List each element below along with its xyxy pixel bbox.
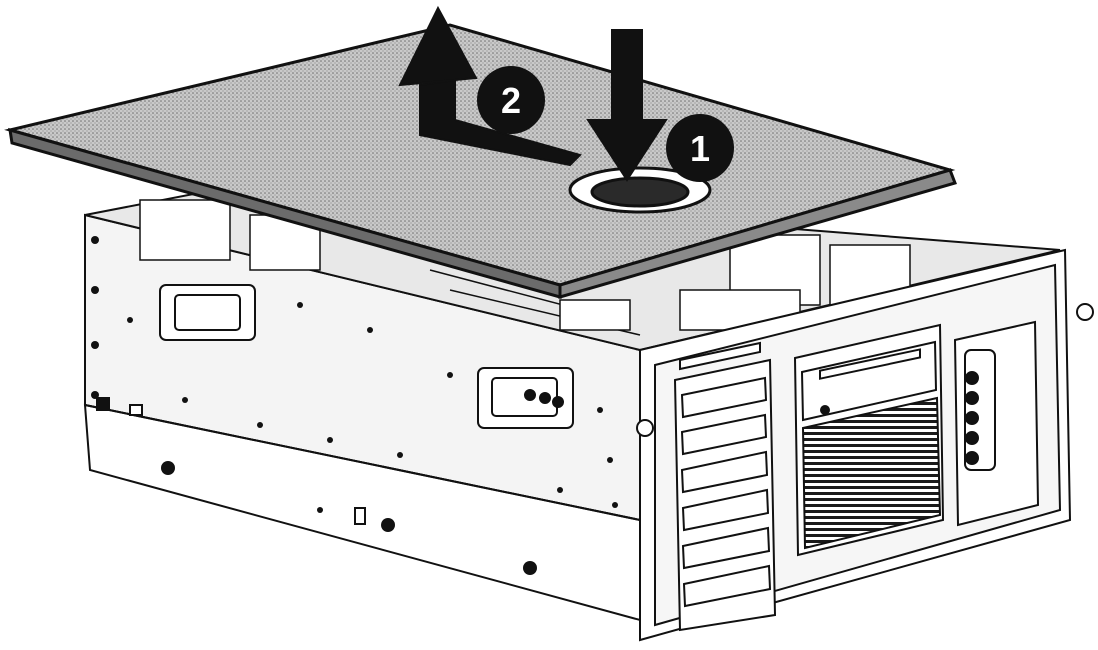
interior-components xyxy=(139,199,911,336)
bezel-top-strip xyxy=(679,341,761,371)
thumbscrew-left-icon xyxy=(636,419,654,437)
callout-1: 1 xyxy=(666,114,734,182)
cover-side-lip xyxy=(558,168,957,299)
cover-latch xyxy=(568,166,712,214)
panel-rivets xyxy=(91,236,618,508)
callout-1-label: 1 xyxy=(690,128,710,169)
side-handle-right xyxy=(477,367,574,429)
drive-bay-3 xyxy=(680,450,769,494)
side-handle-left xyxy=(159,284,256,341)
drive-bay-6 xyxy=(682,564,772,608)
thumbscrew-right-icon xyxy=(1076,303,1094,321)
arrow-slide-lift xyxy=(398,5,582,167)
callout-2: 2 xyxy=(477,66,545,134)
grille-panel xyxy=(801,396,942,550)
callout-2-label: 2 xyxy=(501,80,521,121)
drive-bay-stack xyxy=(673,358,777,632)
drive-bay-1 xyxy=(680,376,768,419)
drive-bay-2 xyxy=(680,413,768,456)
status-led-icon xyxy=(965,411,979,425)
power-button-icon xyxy=(965,371,979,385)
access-cover xyxy=(4,23,957,299)
status-led-icon xyxy=(965,391,979,405)
control-panel xyxy=(953,320,1040,527)
arrow-push-down xyxy=(586,29,668,182)
media-bay xyxy=(793,323,945,557)
drive-bay-4 xyxy=(681,488,770,532)
drive-bay-5 xyxy=(681,526,771,570)
optical-drive-tray xyxy=(819,348,921,380)
side-label-square xyxy=(96,397,110,411)
optical-eject-icon xyxy=(820,405,830,415)
skirt-fasteners xyxy=(161,461,537,575)
front-bezel xyxy=(636,248,1094,642)
status-led-icon xyxy=(965,431,979,445)
side-label-small xyxy=(129,404,143,416)
status-led-icon xyxy=(965,451,979,465)
